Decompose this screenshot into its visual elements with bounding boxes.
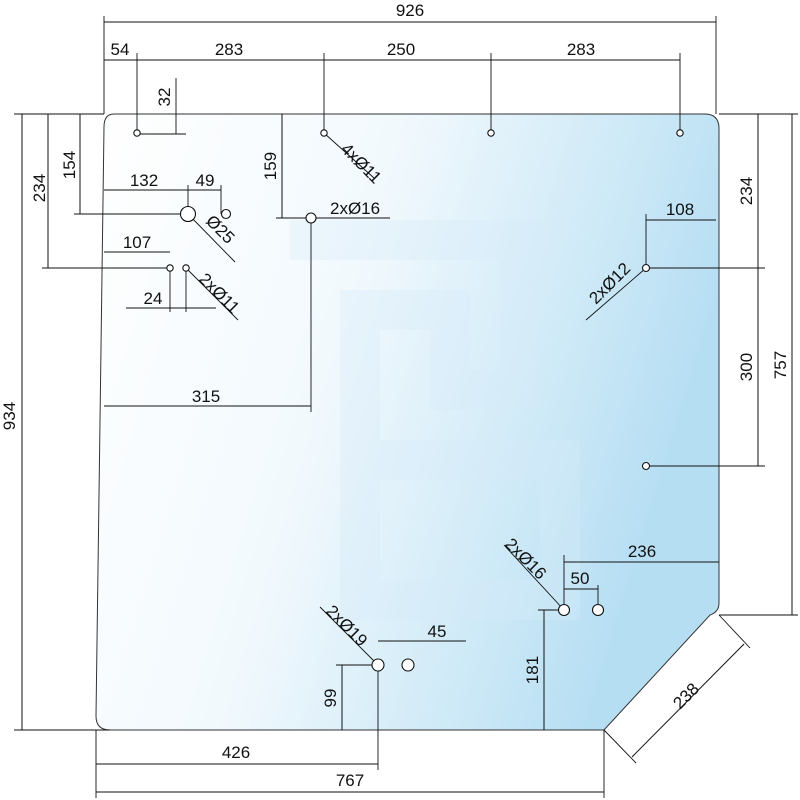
hole-right-1 [641, 263, 651, 273]
dim-right-108: 108 [666, 200, 694, 219]
hole-right-2 [641, 461, 651, 471]
dim-top-span-3: 283 [567, 40, 595, 59]
dim-overall-width-top: 926 [396, 1, 424, 20]
dim-top-span-1: 283 [215, 40, 243, 59]
dim-bottom-236: 236 [628, 542, 656, 561]
dim-chamfer: 238 [669, 679, 702, 712]
dim-top-edge-holes: 32 [155, 88, 174, 107]
dim-left-132: 132 [130, 171, 158, 190]
hole-bottom-dia-19-2 [401, 658, 415, 672]
dim-right-300: 300 [737, 353, 756, 381]
dim-top-offset-left: 54 [111, 40, 130, 59]
dim-bottom-45: 45 [428, 622, 447, 641]
hole-center [305, 212, 317, 224]
watermark-logo [290, 220, 580, 620]
note-center-2x-dia-16: 2xØ16 [330, 199, 380, 218]
hole-bottom-dia-16-1 [557, 603, 571, 617]
dim-bottom-50: 50 [571, 569, 590, 588]
dim-left-49: 49 [196, 171, 215, 190]
dim-bottom-426: 426 [222, 743, 250, 762]
hole-top-4 [676, 129, 684, 137]
dim-overall-height-right: 757 [771, 351, 790, 379]
dim-left-107: 107 [123, 233, 151, 252]
dim-left-234: 234 [30, 174, 49, 202]
dim-top-span-2: 250 [387, 40, 415, 59]
dim-center-159: 159 [261, 152, 280, 180]
hole-bottom-dia-16-2 [591, 603, 605, 617]
hole-left-dia-25 [179, 205, 197, 223]
dim-center-315: 315 [192, 387, 220, 406]
dim-right-234: 234 [737, 177, 756, 205]
glass-panel-outline [95, 113, 720, 731]
dim-overall-height-left: 934 [0, 402, 19, 430]
dim-bottom-99: 99 [321, 689, 340, 708]
hole-top-2 [320, 129, 328, 137]
hole-left-small [220, 208, 232, 220]
hole-top-1 [133, 129, 141, 137]
dim-overall-width-bottom: 767 [336, 771, 364, 790]
hole-top-3 [487, 129, 495, 137]
dim-bottom-181: 181 [523, 656, 542, 684]
hole-left-pair-1 [166, 264, 174, 272]
dim-left-154: 154 [60, 151, 79, 179]
hole-bottom-dia-19-1 [371, 658, 385, 672]
dim-left-24: 24 [144, 289, 163, 308]
hole-left-pair-2 [182, 264, 190, 272]
